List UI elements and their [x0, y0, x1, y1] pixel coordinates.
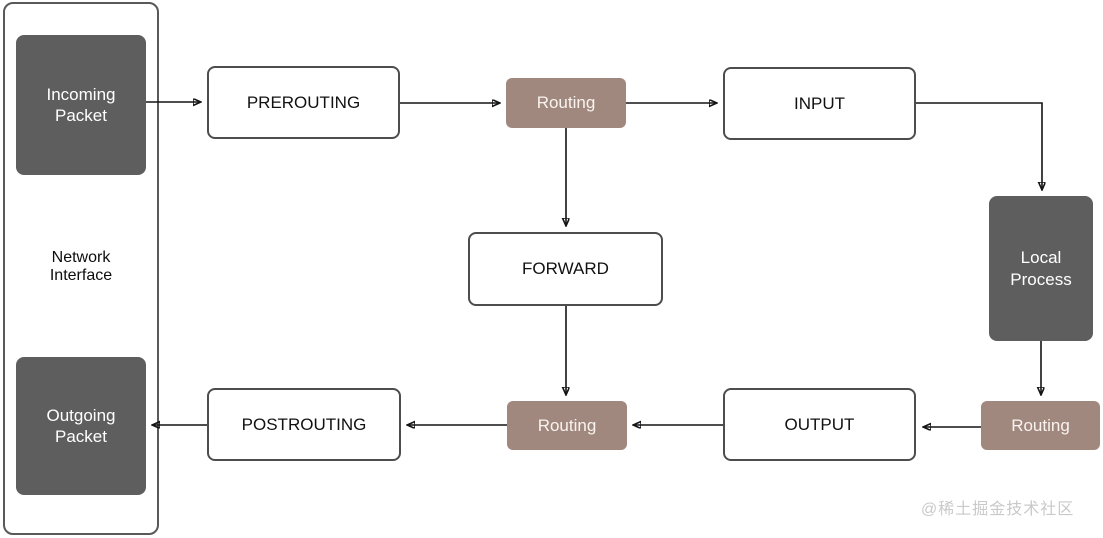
- node-outgoing-packet: Outgoing Packet: [16, 357, 146, 495]
- node-routing-top: Routing: [506, 78, 626, 128]
- node-routing-bottom-right: Routing: [981, 401, 1100, 450]
- node-local-process: Local Process: [989, 196, 1093, 341]
- network-interface-label: Network Interface: [49, 249, 113, 285]
- node-postrouting: POSTROUTING: [207, 388, 401, 461]
- watermark: @稀土掘金技术社区: [921, 501, 1075, 518]
- node-forward: FORWARD: [468, 232, 663, 306]
- node-output: OUTPUT: [723, 388, 916, 461]
- node-routing-bottom-mid: Routing: [507, 401, 627, 450]
- node-incoming-packet: Incoming Packet: [16, 35, 146, 175]
- node-prerouting: PREROUTING: [207, 66, 400, 139]
- node-input: INPUT: [723, 67, 916, 140]
- arrow-input-to-local-process: [916, 102, 1042, 189]
